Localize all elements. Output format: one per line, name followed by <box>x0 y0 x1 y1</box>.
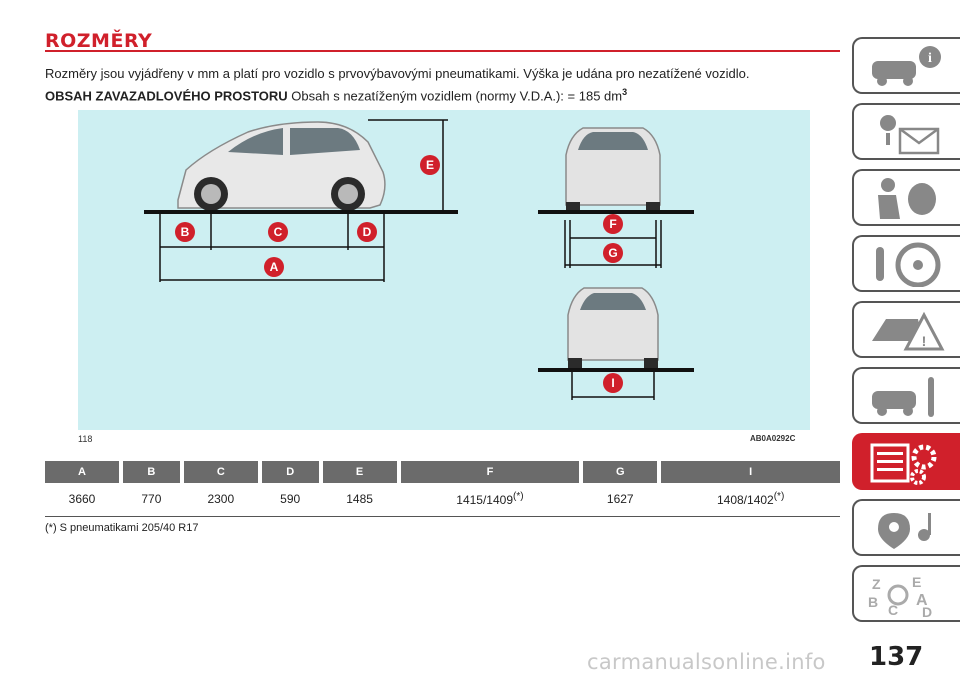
trunk-capacity-text: Obsah s nezatíženým vozidlem (normy V.D.… <box>287 88 623 104</box>
figure-number: 118 <box>78 434 93 444</box>
watermark: carmanualsonline.info <box>587 650 826 674</box>
dashboard-lights-icon <box>880 115 940 155</box>
tab-emergency[interactable]: ! <box>852 301 960 358</box>
intro-line-1: Rozměry jsou vyjádřeny v mm a platí pro … <box>45 66 750 81</box>
svg-text:Z: Z <box>872 576 881 592</box>
tab-car-info[interactable]: i <box>852 37 960 94</box>
figure-code: AB0A0292C <box>750 434 796 443</box>
table-header-cell: D <box>261 461 319 483</box>
footnote: (*) S pneumatikami 205/40 R17 <box>45 522 199 534</box>
car-info-icon: i <box>872 46 941 86</box>
table-header-cell: F <box>400 461 580 483</box>
steering-wheel-icon <box>876 242 941 287</box>
airbag-seat-icon <box>878 178 936 219</box>
svg-text:i: i <box>928 51 932 66</box>
tab-dashboard-lights[interactable] <box>852 103 960 160</box>
table-cell: 590 <box>280 492 301 506</box>
table-cell: 2300 <box>207 492 235 506</box>
car-side-view <box>177 121 386 211</box>
alphabetical-index-icon: Z E B A C D <box>868 574 932 617</box>
tab-index[interactable]: Z E B A C D <box>852 565 960 622</box>
table-divider <box>45 516 840 517</box>
svg-text:G: G <box>608 246 617 260</box>
technical-data-gear-icon <box>870 443 937 485</box>
svg-text:E: E <box>426 158 434 172</box>
table-cell: 1627 <box>606 492 634 506</box>
table-header-cell: E <box>322 461 397 483</box>
dimension-lines <box>159 119 662 400</box>
title-divider <box>45 50 840 52</box>
table-header-cell: B <box>123 461 180 483</box>
svg-text:!: ! <box>922 333 927 349</box>
table-header-row: A B C D E F G I <box>45 461 840 483</box>
table-cell: 1408/1402(*) <box>716 491 785 507</box>
table-header-cell: A <box>45 461 119 483</box>
dimension-labels: B C D A E F G I <box>175 155 623 393</box>
tab-starting-driving[interactable] <box>852 235 960 292</box>
car-front-view <box>565 127 661 214</box>
warning-triangle-car-icon: ! <box>872 311 945 351</box>
svg-text:D: D <box>363 225 372 239</box>
car-rear-view <box>567 287 659 370</box>
svg-text:A: A <box>916 592 928 609</box>
footnote-mark: (*) <box>513 491 524 502</box>
intro-line-2: OBSAH ZAVAZADLOVÉHO PROSTORU Obsah s nez… <box>45 83 749 105</box>
trunk-capacity-label: OBSAH ZAVAZADLOVÉHO PROSTORU <box>45 88 288 104</box>
tab-safety[interactable] <box>852 169 960 226</box>
svg-text:B: B <box>181 225 190 239</box>
dimensions-diagram: B C D A E F G I <box>144 119 694 400</box>
table-row: 3660 770 2300 590 1485 1415/1409(*) 1627… <box>45 483 840 515</box>
tab-technical-data[interactable] <box>852 433 960 490</box>
dimensions-table: A B C D E F G I 3660 770 2300 590 1485 1… <box>41 461 844 515</box>
svg-text:E: E <box>912 574 921 590</box>
svg-text:C: C <box>888 602 898 617</box>
svg-text:F: F <box>609 217 616 231</box>
svg-text:A: A <box>270 260 279 274</box>
page-number: 137 <box>869 642 924 672</box>
svg-text:C: C <box>274 225 283 239</box>
tab-maintenance[interactable] <box>852 367 960 424</box>
tab-multimedia[interactable] <box>852 499 960 556</box>
svg-text:I: I <box>611 376 614 390</box>
table-header-cell: C <box>183 461 258 483</box>
page-title: ROZMĚRY <box>45 30 153 52</box>
svg-text:B: B <box>868 594 878 610</box>
dimensions-figure: B C D A E F G I <box>78 110 810 430</box>
table-header-cell: I <box>661 461 840 483</box>
intro-text: Rozměry jsou vyjádřeny v mm a platí pro … <box>45 65 749 105</box>
table-cell: 1485 <box>346 492 373 506</box>
table-header-cell: G <box>583 461 658 483</box>
svg-text:D: D <box>922 604 932 617</box>
table-cell: 770 <box>141 492 162 506</box>
multimedia-navigation-icon <box>878 513 931 549</box>
footnote-mark: (*) <box>773 491 785 502</box>
table-cell: 1415/1409(*) <box>456 491 524 507</box>
table-cell: 3660 <box>68 492 96 506</box>
unit-superscript: 3 <box>622 87 628 97</box>
car-wrench-icon <box>872 377 934 417</box>
